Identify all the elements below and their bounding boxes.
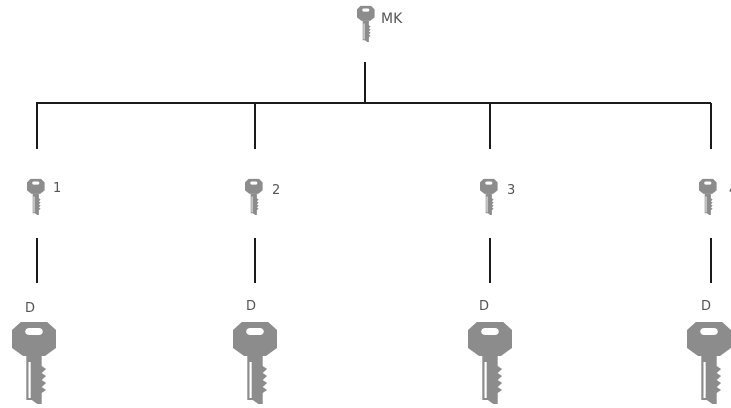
sub-key-label-1: 1 — [53, 181, 61, 196]
key-icon — [687, 322, 731, 404]
sub-key-label-3: 3 — [507, 183, 515, 198]
master-key-label: MK — [381, 11, 403, 27]
key-icon — [27, 178, 45, 215]
key-icon — [480, 178, 498, 215]
differ-key-label-3: D — [479, 299, 489, 314]
key-icon — [468, 322, 512, 404]
key-icon — [699, 178, 717, 215]
differ-key-label-1: D — [25, 301, 35, 316]
connector-lines — [36, 62, 712, 283]
key-icon — [12, 322, 56, 404]
differ-key-3: D — [468, 299, 512, 404]
differ-key-2: D — [233, 299, 277, 404]
sub-master-key-1: 1 — [27, 178, 61, 215]
differ-key-label-2: D — [246, 299, 256, 314]
master-key: MK — [357, 5, 403, 42]
differ-key-1: D — [12, 301, 56, 404]
sub-master-key-3: 3 — [480, 178, 515, 215]
key-icon — [357, 5, 375, 42]
key-icon — [233, 322, 277, 404]
differ-key-4: D — [687, 299, 731, 404]
sub-key-label-4: 4 — [729, 183, 731, 198]
key-icon — [245, 178, 263, 215]
sub-master-key-2: 2 — [245, 178, 280, 215]
sub-master-key-4: 4 — [699, 178, 731, 215]
differ-key-label-4: D — [701, 299, 711, 314]
sub-key-label-2: 2 — [272, 183, 280, 198]
